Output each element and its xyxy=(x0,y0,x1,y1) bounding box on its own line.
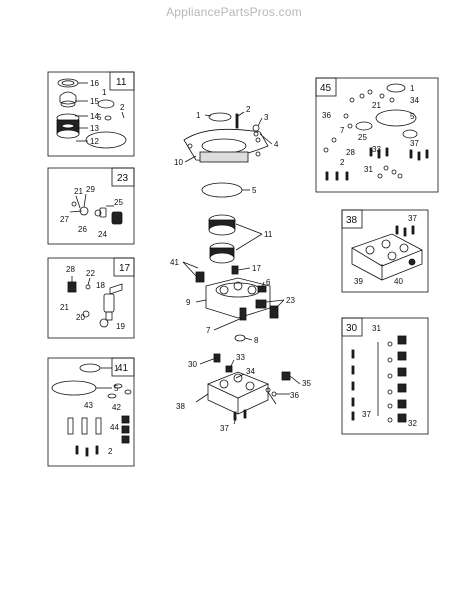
callout: 2 xyxy=(340,158,345,167)
callout: 4 xyxy=(274,140,279,149)
callout: 1 xyxy=(114,364,119,373)
callout: 31 xyxy=(364,165,373,174)
callout: 6 xyxy=(266,278,271,287)
callout: 34 xyxy=(410,96,419,105)
site-header: AppliancePartsPros.com xyxy=(166,5,302,19)
callout: 13 xyxy=(90,124,99,133)
callout: 23 xyxy=(286,296,295,305)
callout: 28 xyxy=(346,148,355,157)
callout: 15 xyxy=(90,97,99,106)
panel-23-number: 23 xyxy=(117,173,129,184)
callout: 1 xyxy=(410,84,415,93)
callout: 18 xyxy=(96,281,105,290)
callout: 40 xyxy=(394,277,403,286)
callout: 20 xyxy=(76,313,85,322)
panel-45-number: 45 xyxy=(320,83,332,94)
callout: 21 xyxy=(60,303,69,312)
callout: 12 xyxy=(90,137,99,146)
callout: 36 xyxy=(322,111,331,120)
panel-17 xyxy=(47,257,135,339)
callout: 10 xyxy=(174,158,183,167)
panel-17-number: 17 xyxy=(119,263,131,274)
callout: 35 xyxy=(302,379,311,388)
callout: 2 xyxy=(246,105,251,114)
callout: 30 xyxy=(188,360,197,369)
callout: 2 xyxy=(120,103,125,112)
callout: 29 xyxy=(86,185,95,194)
callout: 21 xyxy=(74,187,83,196)
panel-41 xyxy=(47,357,135,467)
callout: 39 xyxy=(354,277,363,286)
callout: 42 xyxy=(112,403,121,412)
callout: 1 xyxy=(102,88,107,97)
callout: 37 xyxy=(410,139,419,148)
panel-11-number: 11 xyxy=(116,77,127,88)
callout: 5 xyxy=(252,186,257,195)
callout: 19 xyxy=(116,322,125,331)
callout: 28 xyxy=(66,265,75,274)
callout: 37 xyxy=(220,424,229,433)
callout: 7 xyxy=(340,126,345,135)
callout: 25 xyxy=(358,133,367,142)
callout: 37 xyxy=(408,214,417,223)
callout: 8 xyxy=(254,336,259,345)
panel-11 xyxy=(47,71,135,157)
callout: 14 xyxy=(90,112,99,121)
callout: 16 xyxy=(90,79,99,88)
callout: 44 xyxy=(110,423,119,432)
callout: 37 xyxy=(362,410,371,419)
callout: 41 xyxy=(170,258,179,267)
callout: 7 xyxy=(206,326,211,335)
panel-38-number: 38 xyxy=(346,215,358,226)
callout: 25 xyxy=(114,198,123,207)
panel-30-number: 30 xyxy=(346,323,358,334)
panel-41-number: 41 xyxy=(117,363,129,374)
callout: 26 xyxy=(78,225,87,234)
callout: 31 xyxy=(372,324,381,333)
callout: 34 xyxy=(246,367,255,376)
callout: 24 xyxy=(98,230,107,239)
callout: 2 xyxy=(108,447,113,456)
callout: 21 xyxy=(372,101,381,110)
callout: 38 xyxy=(176,402,185,411)
panel-23 xyxy=(47,167,135,245)
panel-45 xyxy=(315,77,439,193)
callout: 43 xyxy=(84,401,93,410)
callout: 11 xyxy=(264,230,273,239)
callout: 36 xyxy=(290,391,299,400)
callout: 33 xyxy=(372,145,381,154)
callout: 27 xyxy=(60,215,69,224)
main-assembly xyxy=(182,111,301,425)
callout: 22 xyxy=(86,269,95,278)
callout: 5 xyxy=(97,113,102,122)
callout: 3 xyxy=(264,113,269,122)
callout: 5 xyxy=(410,112,415,121)
callout: 1 xyxy=(196,111,201,120)
callout: 32 xyxy=(408,419,417,428)
panel-38 xyxy=(341,209,429,293)
callout: 33 xyxy=(236,353,245,362)
panel-30 xyxy=(341,317,429,435)
callout: 9 xyxy=(186,298,191,307)
callout: 5 xyxy=(114,384,119,393)
callout: 17 xyxy=(252,264,261,273)
